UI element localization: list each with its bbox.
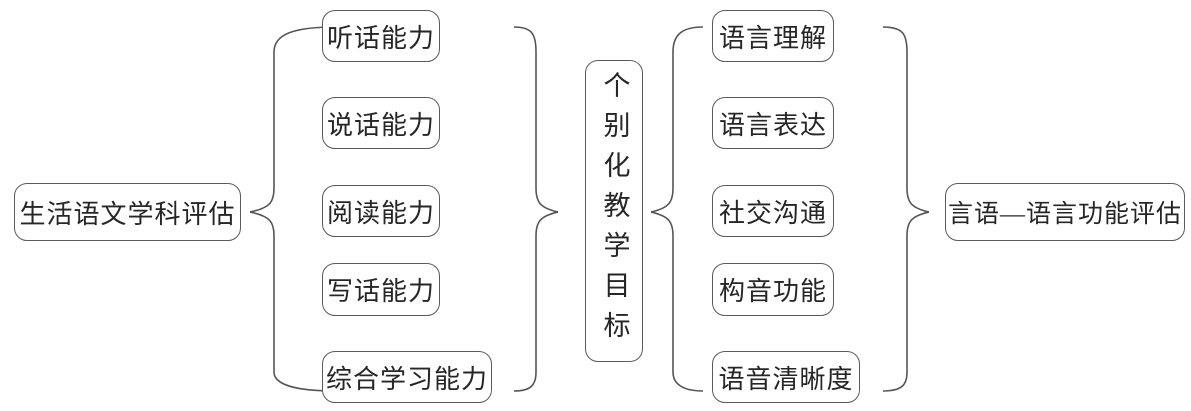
- node-label: 个别化教学目标: [599, 71, 630, 351]
- node-label: 生活语文学科评估: [19, 199, 236, 229]
- brace-left-to-center-icon: [514, 26, 558, 392]
- node-articulation-function: 构音功能: [712, 263, 834, 316]
- node-label: 综合学习能力: [325, 364, 488, 394]
- node-life-language-subject-assessment: 生活语文学科评估: [14, 183, 241, 241]
- node-language-comprehension: 语言理解: [712, 10, 834, 62]
- node-label: 听话能力: [326, 23, 435, 53]
- node-speech-clarity: 语音清晰度: [712, 351, 860, 403]
- node-label: 说话能力: [326, 110, 435, 140]
- node-listening-ability: 听话能力: [322, 10, 440, 62]
- node-label: 阅读能力: [326, 198, 435, 228]
- node-speaking-ability: 说话能力: [322, 97, 440, 149]
- brace-center-to-right-icon: [651, 26, 703, 392]
- brace-left-group-icon: [250, 26, 336, 392]
- node-label: 言语—语言功能评估: [947, 201, 1182, 228]
- node-social-communication: 社交沟通: [712, 185, 834, 237]
- node-speech-language-function-assessment: 言语—语言功能评估: [945, 183, 1185, 241]
- node-label: 构音功能: [718, 277, 827, 306]
- node-reading-ability: 阅读能力: [322, 185, 440, 237]
- node-label: 写话能力: [326, 277, 435, 306]
- node-language-expression: 语言表达: [712, 97, 834, 149]
- node-writing-ability: 写话能力: [322, 263, 440, 316]
- node-individualized-teaching-goals: 个别化教学目标: [585, 60, 643, 362]
- brace-right-group-icon: [883, 26, 929, 392]
- node-label: 语言理解: [718, 23, 827, 53]
- node-label: 语言表达: [718, 110, 827, 140]
- node-comprehensive-learning-ability: 综合学习能力: [322, 351, 492, 403]
- node-label: 语音清晰度: [718, 364, 854, 394]
- node-label: 社交沟通: [718, 198, 827, 228]
